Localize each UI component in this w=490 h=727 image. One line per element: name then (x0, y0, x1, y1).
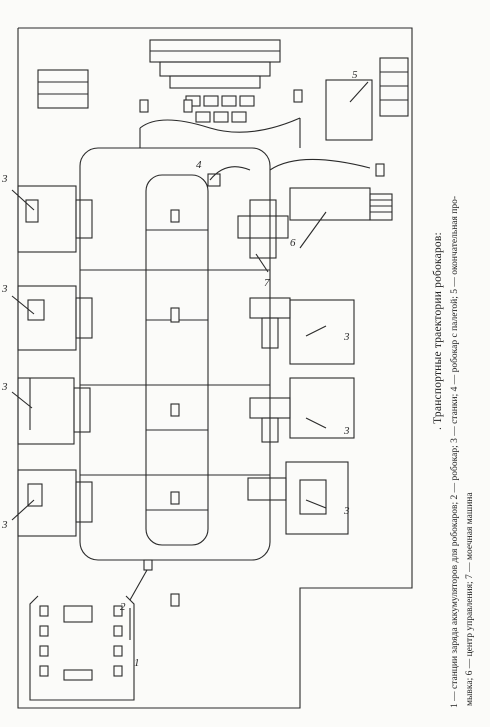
control-center (289, 187, 393, 249)
robocar-with-pallet (207, 173, 221, 187)
washing-machine (237, 199, 289, 259)
legend-line-2: мывка; 6 — центр управления; 7 — моечная… (465, 492, 475, 706)
callout-3-left-3: 3 (1, 381, 8, 393)
charging-stations (29, 595, 135, 701)
callout-3-right-2: 3 (343, 425, 350, 437)
callout-5: 5 (352, 69, 358, 81)
transport-path-top (139, 117, 301, 133)
callout-3-left-1: 3 (1, 173, 8, 185)
callout-3-right-3: 3 (343, 505, 350, 517)
callout-3-right-1: 3 (343, 331, 350, 343)
building-outline (17, 27, 413, 709)
machine-right-1 (249, 297, 355, 365)
robocar (143, 559, 153, 571)
machine-left-3 (17, 377, 91, 445)
top-left-rack (37, 69, 89, 109)
callout-7: 7 (264, 277, 270, 289)
machine-left-4 (17, 469, 93, 537)
callout-4: 4 (196, 159, 202, 171)
callout-3-left-4: 3 (1, 519, 8, 531)
callout-3-left-2: 3 (1, 283, 8, 295)
callout-6: 6 (290, 237, 296, 249)
final-washing-station (325, 79, 373, 141)
callout-2: 2 (120, 601, 126, 613)
machine-left-1 (17, 185, 93, 253)
transport-path-right (269, 158, 371, 171)
machine-right-2 (249, 377, 355, 443)
top-machine-block (149, 39, 281, 123)
legend-line-1: 1 — станции заряда аккумуляторов для роб… (450, 196, 460, 708)
callout-1: 1 (134, 657, 140, 669)
top-right-rack (379, 57, 409, 117)
transport-path-inner (145, 174, 209, 546)
machine-left-2 (17, 285, 93, 351)
figure-title: . Транспортные траектории робокаров: (432, 232, 444, 430)
machine-right-3 (247, 461, 349, 535)
transport-path-outer (79, 147, 271, 561)
